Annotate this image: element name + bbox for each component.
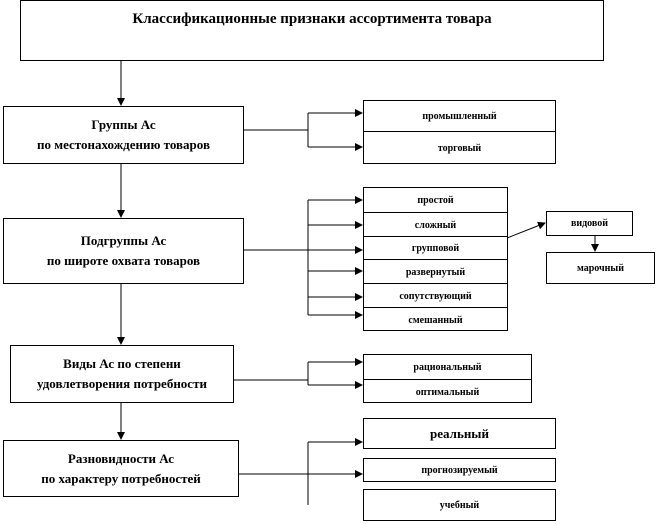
groups-line1: Группы Ас [91, 117, 156, 132]
uchebny-label: учебный [439, 499, 480, 511]
item-ratsionalny: рациональный [413, 361, 482, 373]
types-box: Виды Ас по степени удовлетворения потреб… [10, 345, 234, 403]
item-promyshlenny: промышленный [422, 110, 497, 122]
prognoziruemy-label: прогнозируемый [421, 464, 498, 476]
item-razvernuty: развернутый [364, 259, 507, 284]
item-slozhny: сложный [364, 212, 507, 237]
title: Классификационные признаки ассортимента … [132, 11, 492, 27]
item-torgovy: торговый [364, 131, 555, 165]
types-line2: удовлетворения потребности [37, 376, 207, 391]
types-line1: Виды Ас по степени [63, 356, 181, 371]
groups-box: Группы Ас по местонахождению товаров [3, 106, 244, 164]
vidovoy-label: видовой [570, 218, 609, 229]
groups-line2: по местонахождению товаров [37, 137, 210, 152]
groups-items: промышленный торговый [363, 100, 556, 164]
realny-label: реальный [430, 425, 489, 441]
vidovoy-box: видовой [546, 211, 633, 236]
marochny-box: марочный [546, 252, 655, 284]
subgroups-line2: по широте охвата товаров [46, 253, 201, 268]
item-soputstvuyushchiy: сопутствующий [364, 283, 507, 308]
subgroups-box: Подгруппы Ас по широте охвата товаров [3, 218, 244, 284]
subgroups-line1: Подгруппы Ас [80, 233, 167, 248]
varieties-box: Разновидности Ас по характеру потребност… [3, 440, 239, 497]
item-prostoy: простой [417, 194, 454, 206]
item-realny: реальный [363, 418, 556, 449]
item-prognoziruemy: прогнозируемый [363, 458, 556, 482]
item-optimalny: оптимальный [364, 379, 531, 404]
varieties-line1: Разновидности Ас [67, 450, 175, 466]
item-gruppovoy: групповой [364, 236, 507, 260]
marochny-label: марочный [576, 262, 625, 274]
title-box: Классификационные признаки ассортимента … [20, 0, 604, 61]
varieties-line2: по характеру потребностей [41, 470, 201, 486]
types-items: рациональный оптимальный [363, 354, 532, 403]
item-smeshanny: смешанный [364, 307, 507, 332]
item-uchebny: учебный [363, 489, 556, 521]
subgroups-items: простой сложный групповой развернутый со… [363, 187, 508, 331]
